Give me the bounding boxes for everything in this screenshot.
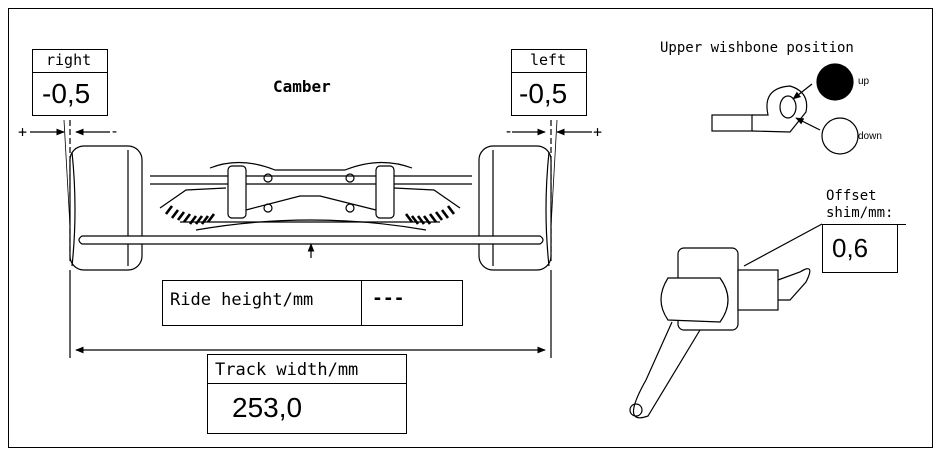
right-wheel <box>69 145 143 271</box>
ride-height-box <box>162 280 463 326</box>
track-width-value[interactable]: 253,0 <box>232 392 303 423</box>
wishbone-down-label: down <box>858 131 882 142</box>
left-wheel <box>478 145 552 271</box>
track-width-dimension <box>69 270 552 358</box>
wishbone-title: Upper wishbone position <box>660 40 854 56</box>
hub-carrier <box>629 223 823 419</box>
wishbone-up-label: up <box>858 76 870 87</box>
suspension-assembly <box>150 161 472 258</box>
camber-left-box <box>511 49 587 116</box>
ride-height-label: Ride height/mm <box>170 290 314 310</box>
camber-left-label: left <box>530 51 567 69</box>
camber-left-value[interactable]: -0,5 <box>519 78 568 109</box>
wishbone-up-indicator[interactable] <box>816 63 854 101</box>
camber-right-box <box>32 49 108 116</box>
offset-shim-value[interactable]: 0,6 <box>832 233 869 263</box>
offset-shim-label-line2: shim/mm: <box>826 205 894 221</box>
track-width-label: Track width/mm <box>215 360 359 380</box>
camber-right-minus: - <box>110 122 120 140</box>
offset-shim-label-line1: Offset <box>826 188 877 204</box>
camber-title: Camber <box>273 77 331 96</box>
offset-shim-box <box>822 224 898 273</box>
ride-height-value[interactable]: --- <box>372 288 405 309</box>
chassis-plate <box>78 235 544 245</box>
camber-right-plus: + <box>18 123 28 141</box>
track-width-box <box>207 354 407 434</box>
camber-right-label: right <box>46 51 92 69</box>
camber-left-plus: + <box>593 123 603 141</box>
wishbone-down-indicator[interactable] <box>821 117 859 155</box>
camber-right-value[interactable]: -0,5 <box>42 78 91 109</box>
setup-sheet-frame <box>8 8 933 448</box>
camber-left-minus: - <box>504 122 514 140</box>
wishbone-link <box>711 83 821 133</box>
